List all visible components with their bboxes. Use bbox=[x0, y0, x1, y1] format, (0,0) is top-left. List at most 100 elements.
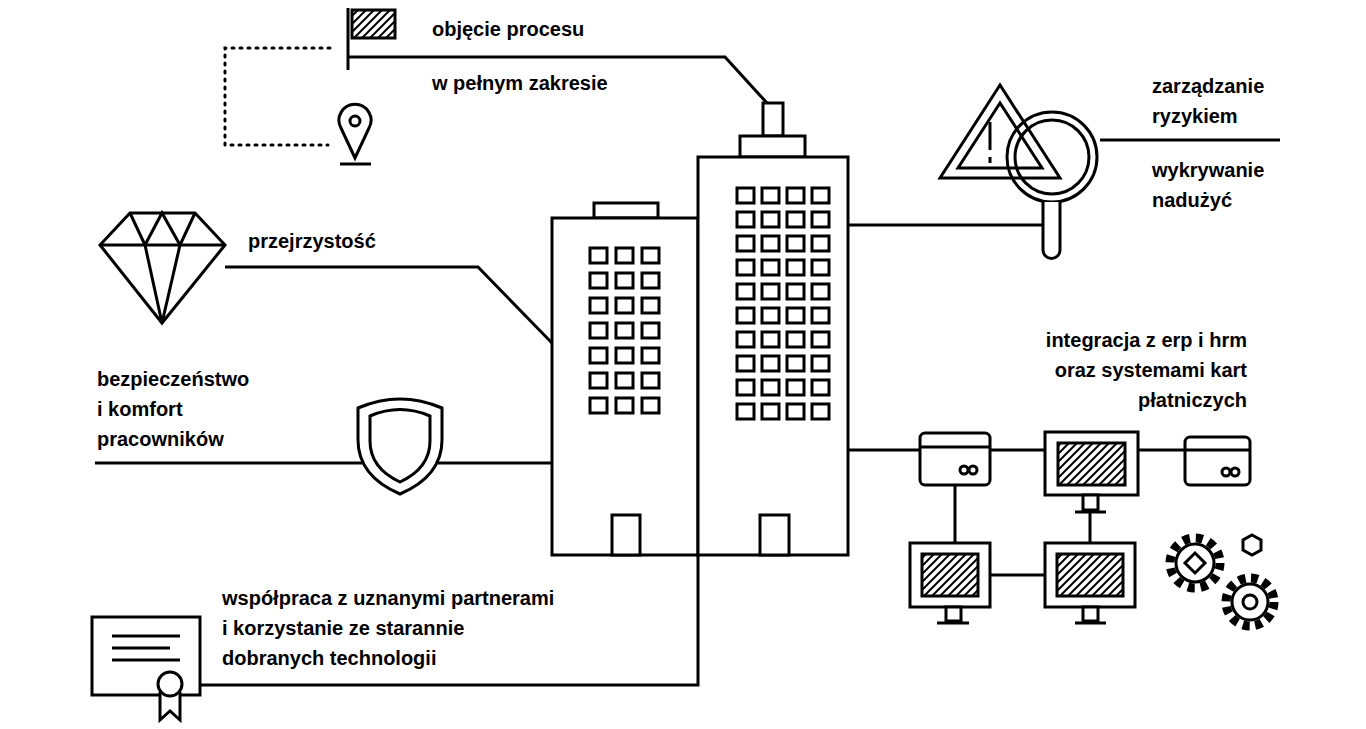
window bbox=[737, 308, 754, 323]
monitor-icon-part bbox=[1057, 554, 1123, 596]
window bbox=[616, 348, 633, 363]
risk-divider-part bbox=[1100, 139, 1280, 142]
network-wires-part bbox=[1089, 512, 1092, 543]
diamond-leader bbox=[225, 267, 552, 343]
warning-icon-part bbox=[989, 157, 992, 163]
window bbox=[642, 373, 659, 388]
shield-leader-part bbox=[95, 462, 362, 465]
window bbox=[762, 236, 779, 251]
certificate-icon-part bbox=[112, 659, 180, 662]
building-left bbox=[552, 203, 698, 555]
magnifier-icon-part bbox=[1043, 202, 1060, 259]
window bbox=[812, 236, 829, 251]
diamond-icon-part bbox=[130, 213, 195, 323]
monitor-icon-part bbox=[1075, 622, 1106, 625]
warning-icon-part bbox=[989, 122, 992, 150]
pin-icon-part bbox=[340, 163, 371, 166]
gear-icon-part bbox=[1170, 538, 1220, 588]
window bbox=[737, 356, 754, 371]
warning-icon-part bbox=[958, 103, 1042, 168]
flag-icon-part bbox=[347, 8, 350, 70]
pin-icon-part bbox=[350, 116, 360, 126]
payment-card-part bbox=[1222, 468, 1230, 476]
gear-icon bbox=[1226, 578, 1274, 626]
illustration-part bbox=[92, 8, 1280, 720]
network-wires-part bbox=[990, 449, 1045, 452]
shield-leader-part bbox=[438, 462, 552, 465]
risk-divider bbox=[1100, 139, 1280, 142]
network-wires-part bbox=[848, 449, 920, 452]
risk-leader bbox=[848, 224, 1043, 227]
window bbox=[812, 404, 829, 419]
diamond-icon-part bbox=[145, 213, 180, 245]
monitor-icon-part bbox=[1045, 432, 1138, 495]
windows bbox=[737, 188, 829, 419]
window bbox=[590, 323, 607, 338]
window bbox=[812, 260, 829, 275]
certificate-icon-part bbox=[92, 617, 200, 695]
window bbox=[787, 356, 804, 371]
window bbox=[762, 260, 779, 275]
gear-icon bbox=[1170, 538, 1220, 588]
payment-card-part bbox=[1231, 468, 1239, 476]
risk-leader-part bbox=[848, 224, 1043, 227]
window bbox=[737, 188, 754, 203]
network-wires-part bbox=[1138, 449, 1185, 452]
gear-icon-part bbox=[1176, 544, 1214, 582]
window bbox=[787, 236, 804, 251]
label: wykrywanie nadużyć bbox=[1152, 155, 1282, 215]
window bbox=[590, 298, 607, 313]
warning-icon-part bbox=[940, 85, 1060, 178]
payment-card-part bbox=[920, 446, 990, 449]
shield-icon-part bbox=[370, 410, 430, 483]
label: bezpieczeństwo i komfort pracowników bbox=[97, 364, 254, 454]
window bbox=[787, 404, 804, 419]
window bbox=[737, 236, 754, 251]
window bbox=[616, 398, 633, 413]
monitor-icon bbox=[910, 543, 990, 623]
shield-leader bbox=[95, 462, 552, 465]
building-right-part bbox=[698, 157, 848, 555]
hexagon-icon-part bbox=[1243, 535, 1261, 555]
building-right-part bbox=[760, 515, 789, 555]
monitor-icon-part bbox=[1083, 495, 1098, 510]
window bbox=[590, 373, 607, 388]
payment-card-part bbox=[920, 433, 990, 485]
building-right bbox=[698, 103, 848, 555]
building-right-part bbox=[763, 103, 783, 136]
window bbox=[642, 273, 659, 288]
window bbox=[787, 380, 804, 395]
monitor-icon-part bbox=[922, 554, 978, 596]
label: integracja z erp i hrm oraz systemami ka… bbox=[1032, 325, 1247, 415]
label: zarządzanie ryzykiem bbox=[1152, 71, 1282, 131]
window bbox=[787, 260, 804, 275]
window bbox=[812, 380, 829, 395]
gear-icon-part bbox=[1226, 578, 1274, 626]
window bbox=[762, 332, 779, 347]
payment-card-part bbox=[969, 466, 977, 474]
network-wires-part bbox=[954, 485, 957, 543]
certificate-icon-part bbox=[158, 672, 182, 696]
hexagon-icon bbox=[1243, 535, 1261, 555]
diamond-leader-part bbox=[225, 267, 552, 343]
building-left-part bbox=[552, 218, 698, 555]
label: w pełnym zakresie bbox=[432, 68, 608, 98]
window bbox=[642, 248, 659, 263]
payment-card-part bbox=[1185, 449, 1250, 452]
gear-icon-part bbox=[1185, 553, 1205, 573]
window bbox=[762, 356, 779, 371]
certificate-leader bbox=[182, 555, 698, 685]
certificate-leader-part bbox=[182, 555, 698, 685]
window bbox=[762, 284, 779, 299]
certificate-icon bbox=[92, 617, 200, 720]
diamond-icon bbox=[100, 213, 225, 323]
window bbox=[787, 308, 804, 323]
flag-leader bbox=[348, 57, 767, 103]
building-left-part bbox=[612, 515, 640, 555]
payment-card-part bbox=[960, 466, 968, 474]
window bbox=[812, 188, 829, 203]
window bbox=[590, 273, 607, 288]
window bbox=[787, 284, 804, 299]
window bbox=[762, 308, 779, 323]
window bbox=[787, 212, 804, 227]
